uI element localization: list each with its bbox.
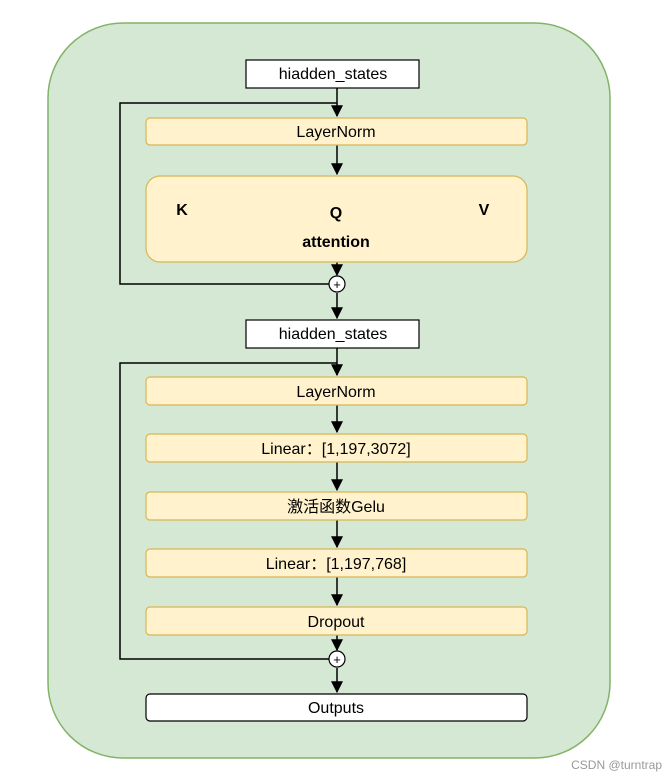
activation-block: 激活函数Gelu (145, 491, 528, 521)
attention-k-label: K (176, 202, 188, 219)
hidden-states-block-2: hiadden_states (245, 319, 420, 349)
layernorm-block-2: LayerNorm (145, 376, 528, 406)
residual-connection-1 (119, 102, 337, 285)
residual-add-node-1: + (328, 275, 346, 293)
residual-connection-2 (119, 362, 337, 660)
linear-block-2: Linear：[1,197,768] (145, 548, 528, 578)
outputs-label: Outputs (308, 700, 364, 717)
residual-add-node-2: + (328, 650, 346, 668)
linear-block-1: Linear：[1,197,3072] (145, 433, 528, 463)
layernorm-label-2: LayerNorm (296, 384, 375, 401)
hidden-states-label-2: hiadden_states (279, 326, 388, 343)
dropout-label: Dropout (308, 614, 365, 631)
hidden-states-block-1: hiadden_states (245, 59, 420, 89)
attention-title: attention (302, 234, 370, 251)
layernorm-label-1: LayerNorm (296, 124, 375, 141)
watermark-text: CSDN @turntrap (571, 758, 662, 772)
plus-symbol-1: + (333, 277, 341, 292)
attention-v-label: V (479, 202, 490, 219)
hidden-states-label-1: hiadden_states (279, 66, 388, 83)
activation-label: 激活函数Gelu (287, 498, 385, 516)
attention-block: K Q V attention (145, 175, 528, 263)
linear-label-1: Linear：[1,197,3072] (261, 441, 410, 458)
plus-symbol-2: + (333, 652, 341, 667)
outputs-block: Outputs (145, 693, 528, 722)
linear-label-2: Linear：[1,197,768] (266, 556, 407, 573)
layernorm-block-1: LayerNorm (145, 117, 528, 146)
dropout-block: Dropout (145, 606, 528, 636)
attention-q-label: Q (330, 205, 342, 222)
